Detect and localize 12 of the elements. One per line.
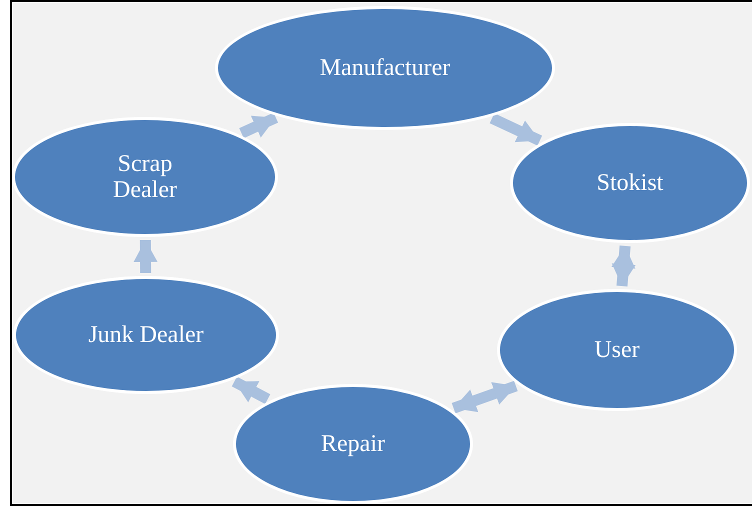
block-arrow bbox=[134, 240, 158, 274]
block-arrow bbox=[232, 376, 270, 404]
node-label: Scrap Dealer bbox=[112, 151, 178, 203]
block-arrow bbox=[490, 113, 542, 146]
block-arrow bbox=[611, 246, 636, 286]
block-arrow bbox=[239, 112, 278, 138]
node-label: User bbox=[594, 337, 640, 363]
node-label: Manufacturer bbox=[320, 55, 450, 81]
node-label: Stokist bbox=[596, 170, 664, 196]
block-arrow bbox=[452, 380, 518, 414]
node-label: Junk Dealer bbox=[88, 322, 204, 348]
node-label: Repair bbox=[321, 431, 385, 457]
